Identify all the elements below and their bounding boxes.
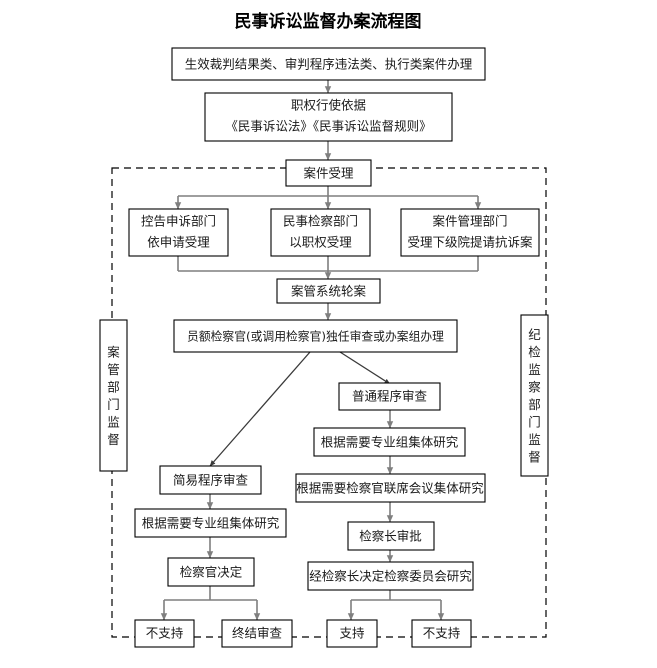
node-n5-label-line2: 以职权受理 xyxy=(289,235,352,250)
node-n4-label-line2: 依申请受理 xyxy=(147,235,210,250)
side-label-left[interactable]: 案管部门监督 xyxy=(99,319,128,472)
node-n6-label-line1: 案件管理部门 xyxy=(432,214,507,229)
node-n10-label: 根据需要专业组集体研究 xyxy=(142,516,280,531)
node-n13-label: 根据需要专业组集体研究 xyxy=(321,435,459,450)
node-n4[interactable]: 控告申诉部门 依申请受理 xyxy=(128,208,229,257)
node-n20-label: 不支持 xyxy=(423,626,461,641)
node-n19[interactable]: 支持 xyxy=(326,619,378,648)
side-label-left-text: 案管部门监督 xyxy=(107,344,120,447)
node-n4-label-line1: 控告申诉部门 xyxy=(141,214,216,229)
node-n16[interactable]: 经检察长决定检察委员会研究 xyxy=(307,561,474,591)
side-label-right[interactable]: 纪检监察部门监督 xyxy=(520,314,549,477)
node-n16-label: 经检察长决定检察委员会研究 xyxy=(309,569,472,584)
node-n3-label: 案件受理 xyxy=(303,166,354,181)
node-n20[interactable]: 不支持 xyxy=(411,619,472,648)
side-label-right-text: 纪检监察部门监督 xyxy=(528,327,541,465)
node-n18-label: 终结审查 xyxy=(232,626,283,641)
node-n1-label: 生效裁判结果类、审判程序违法类、执行类案件办理 xyxy=(185,57,473,72)
node-n11[interactable]: 检察官决定 xyxy=(167,557,255,587)
node-n8-label: 员额检察官(或调用检察官)独任审查或办案组办理 xyxy=(187,330,444,344)
page-title: 民事诉讼监督办案流程图 xyxy=(235,11,422,32)
node-n18[interactable]: 终结审查 xyxy=(221,619,293,648)
node-n10[interactable]: 根据需要专业组集体研究 xyxy=(134,508,287,538)
node-n6[interactable]: 案件管理部门 受理下级院提请抗诉案 xyxy=(400,208,540,257)
node-n2-label-line1: 职权行使依据 xyxy=(291,98,366,113)
node-n3[interactable]: 案件受理 xyxy=(285,159,372,187)
node-n17[interactable]: 不支持 xyxy=(134,619,195,648)
node-n2-label-line2: 《民事诉讼法》《民事诉讼监督规则》 xyxy=(225,119,431,134)
node-n9-label: 简易程序审查 xyxy=(173,473,249,488)
node-n14[interactable]: 根据需要检察官联席会议集体研究 xyxy=(295,473,486,503)
node-n7-label: 案管系统轮案 xyxy=(291,284,367,299)
node-n14-label: 根据需要检察官联席会议集体研究 xyxy=(296,481,484,496)
node-n2[interactable]: 职权行使依据 《民事诉讼法》《民事诉讼监督规则》 xyxy=(204,92,453,142)
node-n19-label: 支持 xyxy=(339,626,364,641)
node-n5[interactable]: 民事检察部门 以职权受理 xyxy=(270,208,371,257)
node-n15[interactable]: 检察长审批 xyxy=(347,521,435,551)
node-n12[interactable]: 普通程序审查 xyxy=(338,382,441,411)
node-n9[interactable]: 简易程序审查 xyxy=(159,465,262,495)
edge-n8-n9 xyxy=(209,351,311,467)
node-n8[interactable]: 员额检察官(或调用检察官)独任审查或办案组办理 xyxy=(173,319,458,353)
node-n13[interactable]: 根据需要专业组集体研究 xyxy=(313,427,466,457)
edge-n8-n12 xyxy=(339,351,391,385)
node-n15-label: 检察长审批 xyxy=(359,529,422,544)
node-n6-label-line2: 受理下级院提请抗诉案 xyxy=(407,235,533,250)
node-n5-label-line1: 民事检察部门 xyxy=(283,214,358,229)
node-n7[interactable]: 案管系统轮案 xyxy=(276,278,381,304)
node-n12-label: 普通程序审查 xyxy=(352,389,428,404)
node-n1[interactable]: 生效裁判结果类、审判程序违法类、执行类案件办理 xyxy=(171,47,486,81)
node-n17-label: 不支持 xyxy=(146,626,184,641)
node-n11-label: 检察官决定 xyxy=(180,565,243,580)
